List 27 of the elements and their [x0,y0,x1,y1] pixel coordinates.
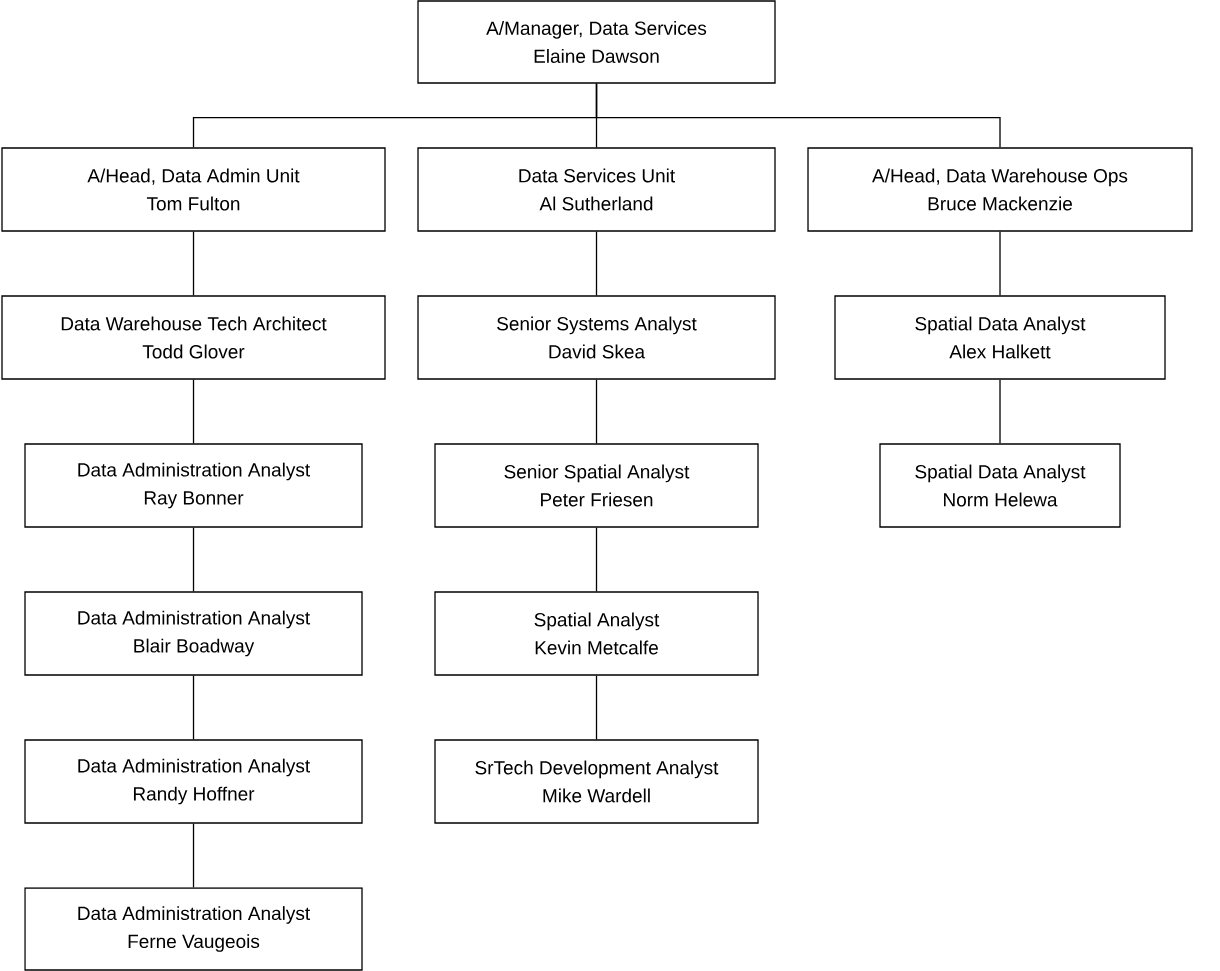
connector-line [595,379,598,444]
connector-line [192,527,195,592]
org-box: Data Administration Analyst Ferne Vaugeois [24,887,363,971]
org-box: A/Manager, Data Services Elaine Dawson [417,0,776,84]
org-box: SrTech Development Analyst Mike Wardell [434,739,759,824]
org-box: Data Services Unit Al Sutherland [417,147,776,232]
org-box: Data Warehouse Tech Architect Todd Glover [1,295,386,380]
connector-line [595,527,598,592]
connector-line [595,83,1001,148]
connector-line [192,231,195,296]
connector-line [999,379,1001,444]
connector-line [192,823,195,888]
org-box: Spatial Data Analyst Alex Halkett [834,295,1166,380]
org-box: Spatial Data Analyst Norm Helewa [879,443,1121,528]
org-box: Data Administration Analyst Blair Boadway [24,591,363,676]
org-box: A/Head, Data Admin Unit Tom Fulton [1,147,386,232]
org-box: Data Administration Analyst Ray Bonner [24,443,363,528]
org-box: Spatial Analyst Kevin Metcalfe [434,591,759,676]
org-box: Senior Systems Analyst David Skea [417,295,776,380]
connector-line [999,231,1001,296]
connector-line [192,675,195,740]
org-box: Data Administration Analyst Randy Hoffner [24,739,363,824]
connector-line [192,379,195,444]
connector-line [595,231,598,296]
org-box: A/Head, Data Warehouse Ops Bruce Mackenzie [807,147,1193,232]
org-box: Senior Spatial Analyst Peter Friesen [434,443,759,528]
connector-line [595,675,598,740]
